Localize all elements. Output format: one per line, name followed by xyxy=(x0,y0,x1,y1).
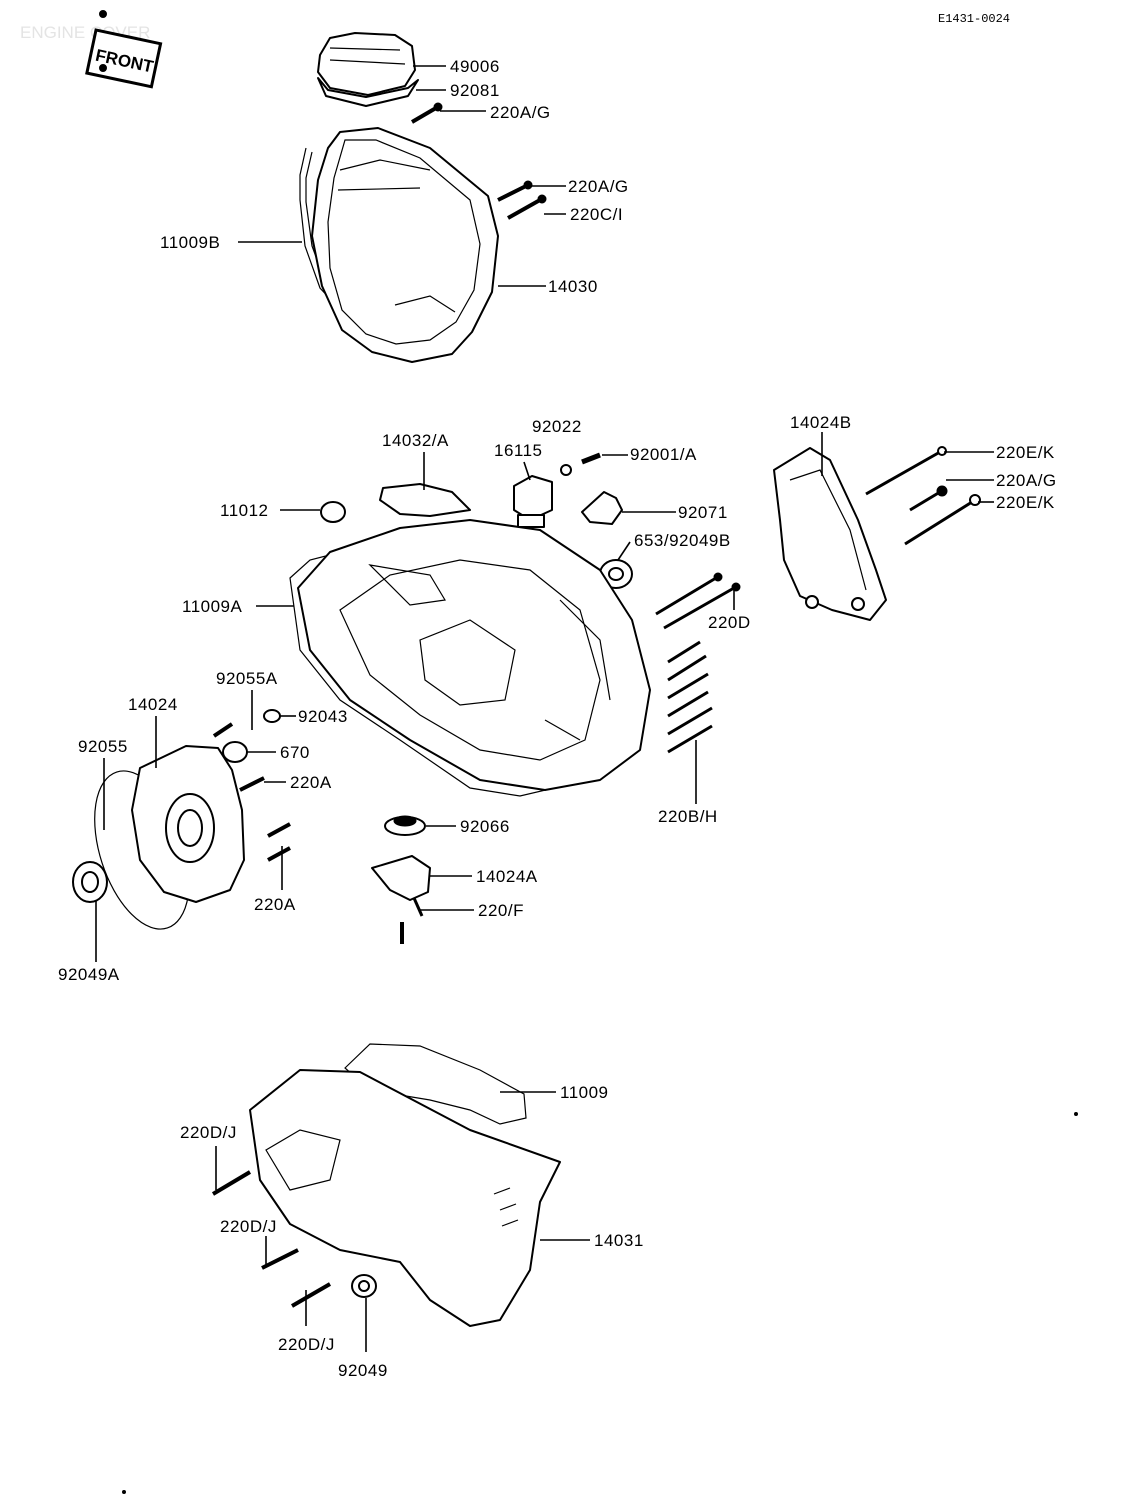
callout-14031[interactable]: 14031 xyxy=(594,1231,644,1250)
callout-220f[interactable]: 220/F xyxy=(478,901,524,920)
bracket-92071 xyxy=(581,491,623,525)
bolts-220f xyxy=(400,897,424,944)
callout-14024b[interactable]: 14024B xyxy=(790,413,852,432)
plug-92043 xyxy=(263,709,281,723)
clutch-cover-14030 xyxy=(311,127,499,363)
callout-92055a[interactable]: 92055A xyxy=(216,669,278,688)
gasket-92081 xyxy=(317,77,419,107)
callout-670[interactable]: 670 xyxy=(280,743,310,762)
bolt-220a-upper xyxy=(239,776,265,792)
callout-220dj-middle[interactable]: 220D/J xyxy=(220,1217,277,1236)
callout-220ag-sprocket[interactable]: 220A/G xyxy=(996,471,1057,490)
bolts-220bh xyxy=(667,640,713,754)
bolts-220ek-220ag xyxy=(865,446,981,546)
seal-92049a xyxy=(72,861,108,903)
washer-92049 xyxy=(351,1274,377,1298)
washer-92022 xyxy=(560,464,572,476)
callout-92043[interactable]: 92043 xyxy=(298,707,348,726)
plug-11012 xyxy=(320,501,346,523)
callout-14024[interactable]: 14024 xyxy=(128,695,178,714)
callout-92049a[interactable]: 92049A xyxy=(58,965,120,984)
callout-220dj-lower[interactable]: 220D/J xyxy=(278,1335,335,1354)
generator-cover-14031 xyxy=(249,1069,561,1327)
callout-14030[interactable]: 14030 xyxy=(548,277,598,296)
callout-92071[interactable]: 92071 xyxy=(678,503,728,522)
callout-220dj-upper[interactable]: 220D/J xyxy=(180,1123,237,1142)
callout-49006[interactable]: 49006 xyxy=(450,57,500,76)
bolt-92055a xyxy=(212,722,234,738)
callout-220ek-lower[interactable]: 220E/K xyxy=(996,493,1055,512)
callout-92081[interactable]: 92081 xyxy=(450,81,500,100)
callout-14032a[interactable]: 14032/A xyxy=(382,431,449,450)
callout-11009b[interactable]: 11009B xyxy=(160,233,220,252)
callout-220a-lower[interactable]: 220A xyxy=(254,895,296,914)
callout-220ek-upper[interactable]: 220E/K xyxy=(996,443,1055,462)
bolt-92001a xyxy=(581,452,601,465)
o-ring-670 xyxy=(222,741,248,763)
sprocket-cover-14024b xyxy=(773,447,887,621)
callout-220d[interactable]: 220D xyxy=(708,613,751,632)
callout-11009a[interactable]: 11009A xyxy=(182,597,243,616)
callout-16115[interactable]: 16115 xyxy=(494,441,543,460)
callout-92001a[interactable]: 92001/A xyxy=(630,445,697,464)
front-direction-tag: FRONT xyxy=(85,10,163,89)
callout-92022[interactable]: 92022 xyxy=(532,417,582,436)
bolts-220ag-220ci xyxy=(497,180,547,220)
callout-220bh[interactable]: 220B/H xyxy=(658,807,718,826)
leader-lines xyxy=(95,65,994,1352)
bolts-220d xyxy=(655,572,741,630)
crankcase-cover xyxy=(297,519,651,791)
callout-11012[interactable]: 11012 xyxy=(220,501,269,520)
callout-220ag-top[interactable]: 220A/G xyxy=(490,103,551,122)
scan-speck xyxy=(122,1490,126,1494)
callout-220ag-cover[interactable]: 220A/G xyxy=(568,177,629,196)
diagram-reference-code: E1431-0024 xyxy=(938,12,1010,26)
callout-92055[interactable]: 92055 xyxy=(78,737,128,756)
bolts-220dj xyxy=(211,1170,332,1308)
cap-92066 xyxy=(384,815,426,836)
callout-653-92049b[interactable]: 653/92049B xyxy=(634,531,731,550)
bolts-220a-lower xyxy=(267,822,291,862)
callout-220a-upper[interactable]: 220A xyxy=(290,773,332,792)
scan-speck xyxy=(1074,1112,1078,1116)
callout-220ci[interactable]: 220C/I xyxy=(570,205,623,224)
bracket-14024a xyxy=(371,855,431,901)
breather-14032a xyxy=(379,483,471,517)
callout-14024a[interactable]: 14024A xyxy=(476,867,538,886)
bolt-220ag-top xyxy=(410,102,443,124)
gasket-11009 xyxy=(344,1043,527,1125)
pump-cover-14024 xyxy=(131,745,245,903)
callout-11009[interactable]: 11009 xyxy=(560,1083,609,1102)
callout-92066[interactable]: 92066 xyxy=(460,817,510,836)
cap-49006 xyxy=(317,32,416,96)
part-callouts: 49006 92081 220A/G 220A/G 220C/I 11009B … xyxy=(58,57,1057,1380)
callout-92049[interactable]: 92049 xyxy=(338,1361,388,1380)
